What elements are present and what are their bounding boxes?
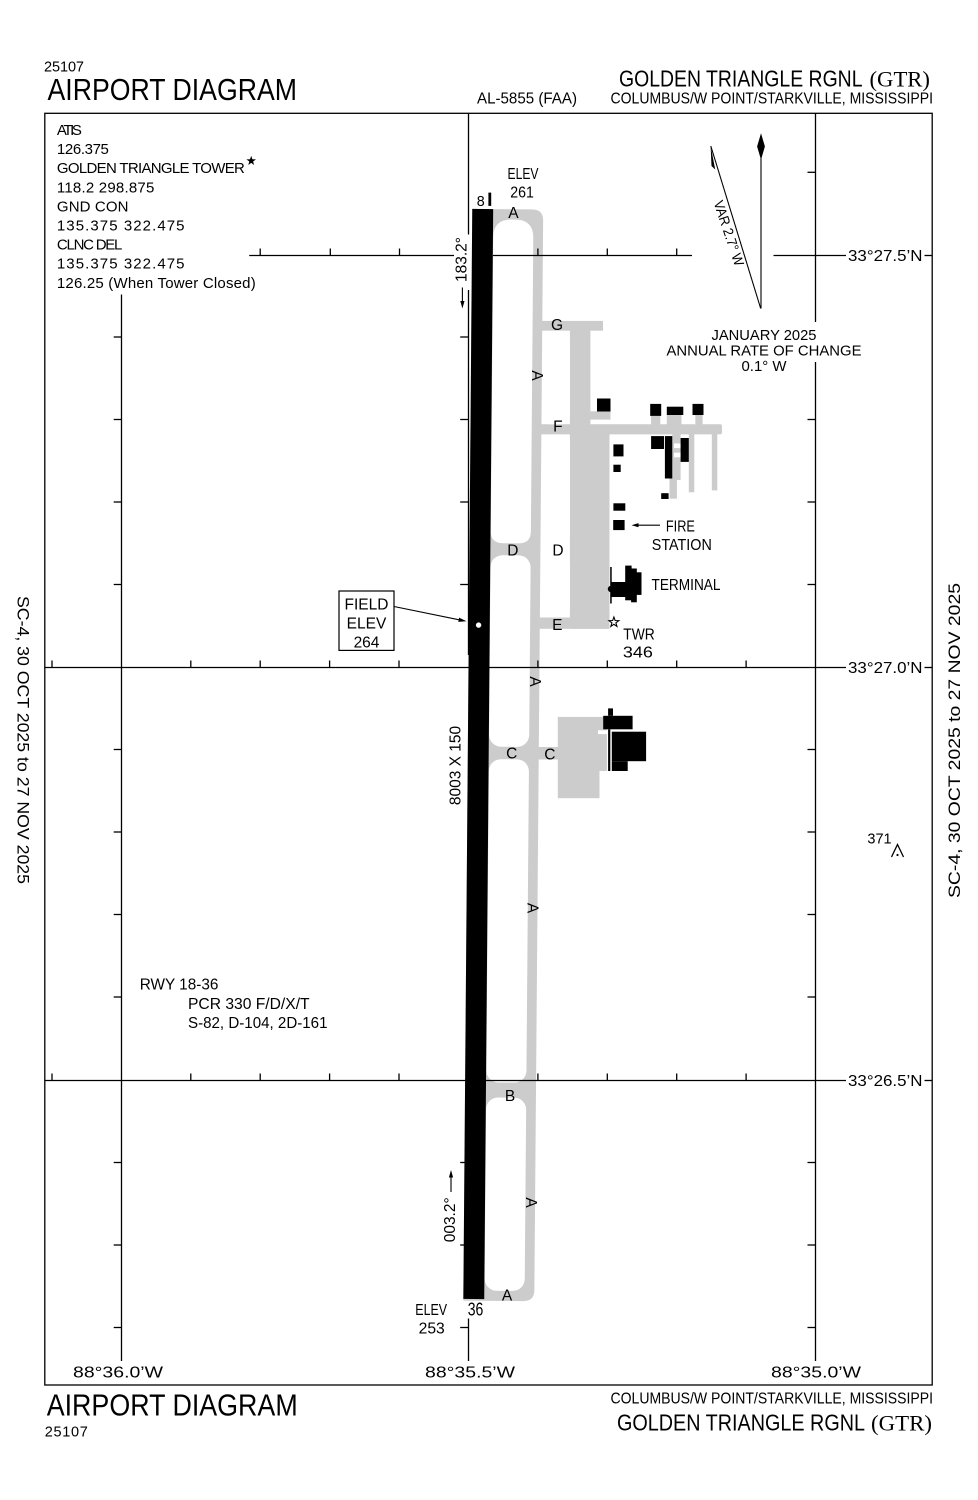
svg-text:ELEV: ELEV — [347, 616, 387, 633]
svg-text:33°27.0’N: 33°27.0’N — [848, 660, 923, 677]
svg-text:RWY 18-36: RWY 18-36 — [140, 977, 219, 994]
svg-text:SC-4, 30 OCT 2025 to 27 NOV 20: SC-4, 30 OCT 2025 to 27 NOV 2025 — [14, 596, 33, 884]
svg-text:COLUMBUS/W POINT/STARKVILLE, M: COLUMBUS/W POINT/STARKVILLE, MISSISSIPPI — [611, 91, 934, 108]
svg-text:183.2°: 183.2° — [453, 237, 470, 282]
svg-text:JANUARY 2025: JANUARY 2025 — [712, 327, 817, 344]
svg-text:135.375 322.475: 135.375 322.475 — [57, 256, 185, 273]
svg-text:88°35.5’W: 88°35.5’W — [425, 1365, 515, 1382]
svg-text:88°35.0’W: 88°35.0’W — [771, 1365, 861, 1382]
svg-text:AL-5855 (FAA): AL-5855 (FAA) — [477, 91, 577, 108]
svg-text:253: 253 — [419, 1321, 445, 1338]
svg-text:25107: 25107 — [44, 60, 84, 76]
svg-text:D: D — [507, 542, 518, 559]
svg-text:B: B — [505, 1088, 515, 1105]
svg-text:GOLDEN TRIANGLE TOWER: GOLDEN TRIANGLE TOWER — [57, 160, 245, 177]
svg-text:(GTR): (GTR) — [870, 67, 931, 92]
svg-text:(GTR): (GTR) — [871, 1411, 932, 1436]
svg-text:264: 264 — [354, 635, 380, 652]
svg-text:A: A — [522, 1197, 539, 1208]
svg-text:A: A — [508, 205, 519, 222]
svg-text:TWR: TWR — [623, 627, 655, 644]
svg-text:FIELD: FIELD — [345, 597, 389, 614]
svg-text:36: 36 — [468, 1300, 484, 1320]
svg-text:FIRE: FIRE — [666, 519, 695, 536]
svg-text:PCR 330 F/D/X/T: PCR 330 F/D/X/T — [188, 996, 310, 1013]
svg-text:TERMINAL: TERMINAL — [652, 577, 721, 594]
svg-text:S-82, D-104, 2D-161: S-82, D-104, 2D-161 — [188, 1015, 328, 1032]
svg-text:25107: 25107 — [45, 1425, 88, 1441]
svg-text:GND CON: GND CON — [57, 198, 129, 215]
svg-text:F: F — [553, 419, 562, 436]
svg-text:88°36.0’W: 88°36.0’W — [73, 1365, 163, 1382]
svg-text:AIRPORT DIAGRAM: AIRPORT DIAGRAM — [47, 1388, 298, 1423]
svg-text:SC-4, 30 OCT 2025 to 27 NOV 20: SC-4, 30 OCT 2025 to 27 NOV 2025 — [945, 583, 964, 898]
svg-text:STATION: STATION — [652, 537, 712, 554]
svg-text:261: 261 — [510, 184, 534, 201]
svg-text:ELEV: ELEV — [508, 166, 539, 183]
svg-text:ANNUAL RATE OF CHANGE: ANNUAL RATE OF CHANGE — [667, 342, 862, 359]
svg-text:GOLDEN TRIANGLE RGNL: GOLDEN TRIANGLE RGNL — [619, 66, 863, 92]
svg-text:AIRPORT DIAGRAM: AIRPORT DIAGRAM — [48, 72, 298, 107]
svg-text:A: A — [502, 1288, 513, 1305]
svg-text:COLUMBUS/W POINT/STARKVILLE, M: COLUMBUS/W POINT/STARKVILLE, MISSISSIPPI — [611, 1391, 934, 1408]
svg-text:371: 371 — [867, 832, 891, 848]
svg-text:003.2°: 003.2° — [442, 1197, 459, 1242]
svg-text:C: C — [506, 746, 517, 763]
svg-text:346: 346 — [623, 644, 653, 661]
svg-text:A: A — [526, 676, 543, 687]
svg-text:8003 X 150: 8003 X 150 — [448, 725, 465, 805]
svg-text:A: A — [528, 370, 545, 381]
svg-text:33°27.5’N: 33°27.5’N — [848, 248, 923, 265]
svg-text:8: 8 — [477, 194, 485, 210]
svg-text:C: C — [544, 747, 555, 764]
svg-text:GOLDEN TRIANGLE RGNL: GOLDEN TRIANGLE RGNL — [617, 1410, 865, 1436]
svg-text:135.375 322.475: 135.375 322.475 — [57, 218, 185, 235]
svg-text:A: A — [524, 903, 541, 914]
svg-text:CLNC DEL: CLNC DEL — [57, 237, 123, 254]
svg-text:126.375: 126.375 — [57, 141, 109, 158]
svg-text:D: D — [552, 542, 563, 559]
svg-text:118.2 298.875: 118.2 298.875 — [57, 179, 154, 196]
svg-text:126.25 (When Tower Closed): 126.25 (When Tower Closed) — [57, 275, 256, 292]
svg-text:E: E — [552, 617, 562, 634]
svg-text:0.1° W: 0.1° W — [742, 358, 788, 375]
svg-text:33°26.5’N: 33°26.5’N — [848, 1073, 923, 1090]
svg-text:ATIS: ATIS — [57, 122, 82, 139]
svg-text:ELEV: ELEV — [415, 1302, 447, 1319]
svg-text:G: G — [551, 317, 563, 334]
